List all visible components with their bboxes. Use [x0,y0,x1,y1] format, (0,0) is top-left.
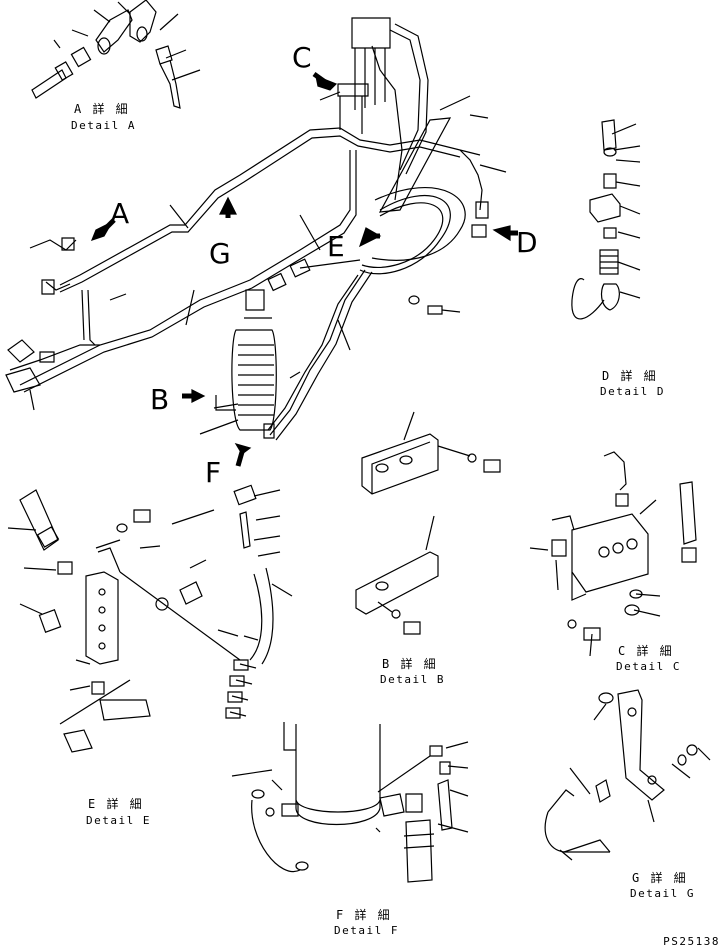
detail-e-drawing [8,485,292,752]
callout-f-label: F [205,456,222,489]
callout-c-label: C [292,41,312,74]
detail-a-caption-jp: A 詳 細 [74,102,130,116]
detail-f-caption-en: Detail F [334,924,399,937]
detail-b-drawing [356,412,500,634]
detail-c-caption-jp: C 詳 細 [618,644,674,658]
main-assembly [6,18,506,440]
detail-d-caption-jp: D 詳 細 [602,369,658,383]
callout-b-label: B [150,383,170,416]
detail-e-caption-jp: E 詳 細 [88,797,144,811]
callout-arrow-shafts [100,74,518,466]
detail-d-drawing [572,120,640,319]
drawing-code: PS25138 [663,935,720,948]
callout-e-label: E [327,230,345,263]
detail-a-caption-en: Detail A [71,119,136,132]
callout-d-label: D [516,226,538,259]
detail-g-caption-en: Detail G [630,887,695,900]
detail-g-drawing [545,690,710,860]
detail-f-drawing [232,722,468,882]
callout-g-label: G [209,237,231,270]
detail-b-caption-en: Detail B [380,673,445,686]
detail-c-drawing [530,452,696,656]
detail-c-caption-en: Detail C [616,660,681,673]
detail-f-caption-jp: F 詳 細 [336,908,392,922]
callout-a-label: A [110,197,130,230]
detail-a-drawing [32,0,200,108]
detail-d-caption-en: Detail D [600,385,665,398]
detail-b-caption-jp: B 詳 細 [382,657,438,671]
detail-g-caption-jp: G 詳 細 [632,871,688,885]
detail-e-caption-en: Detail E [86,814,151,827]
